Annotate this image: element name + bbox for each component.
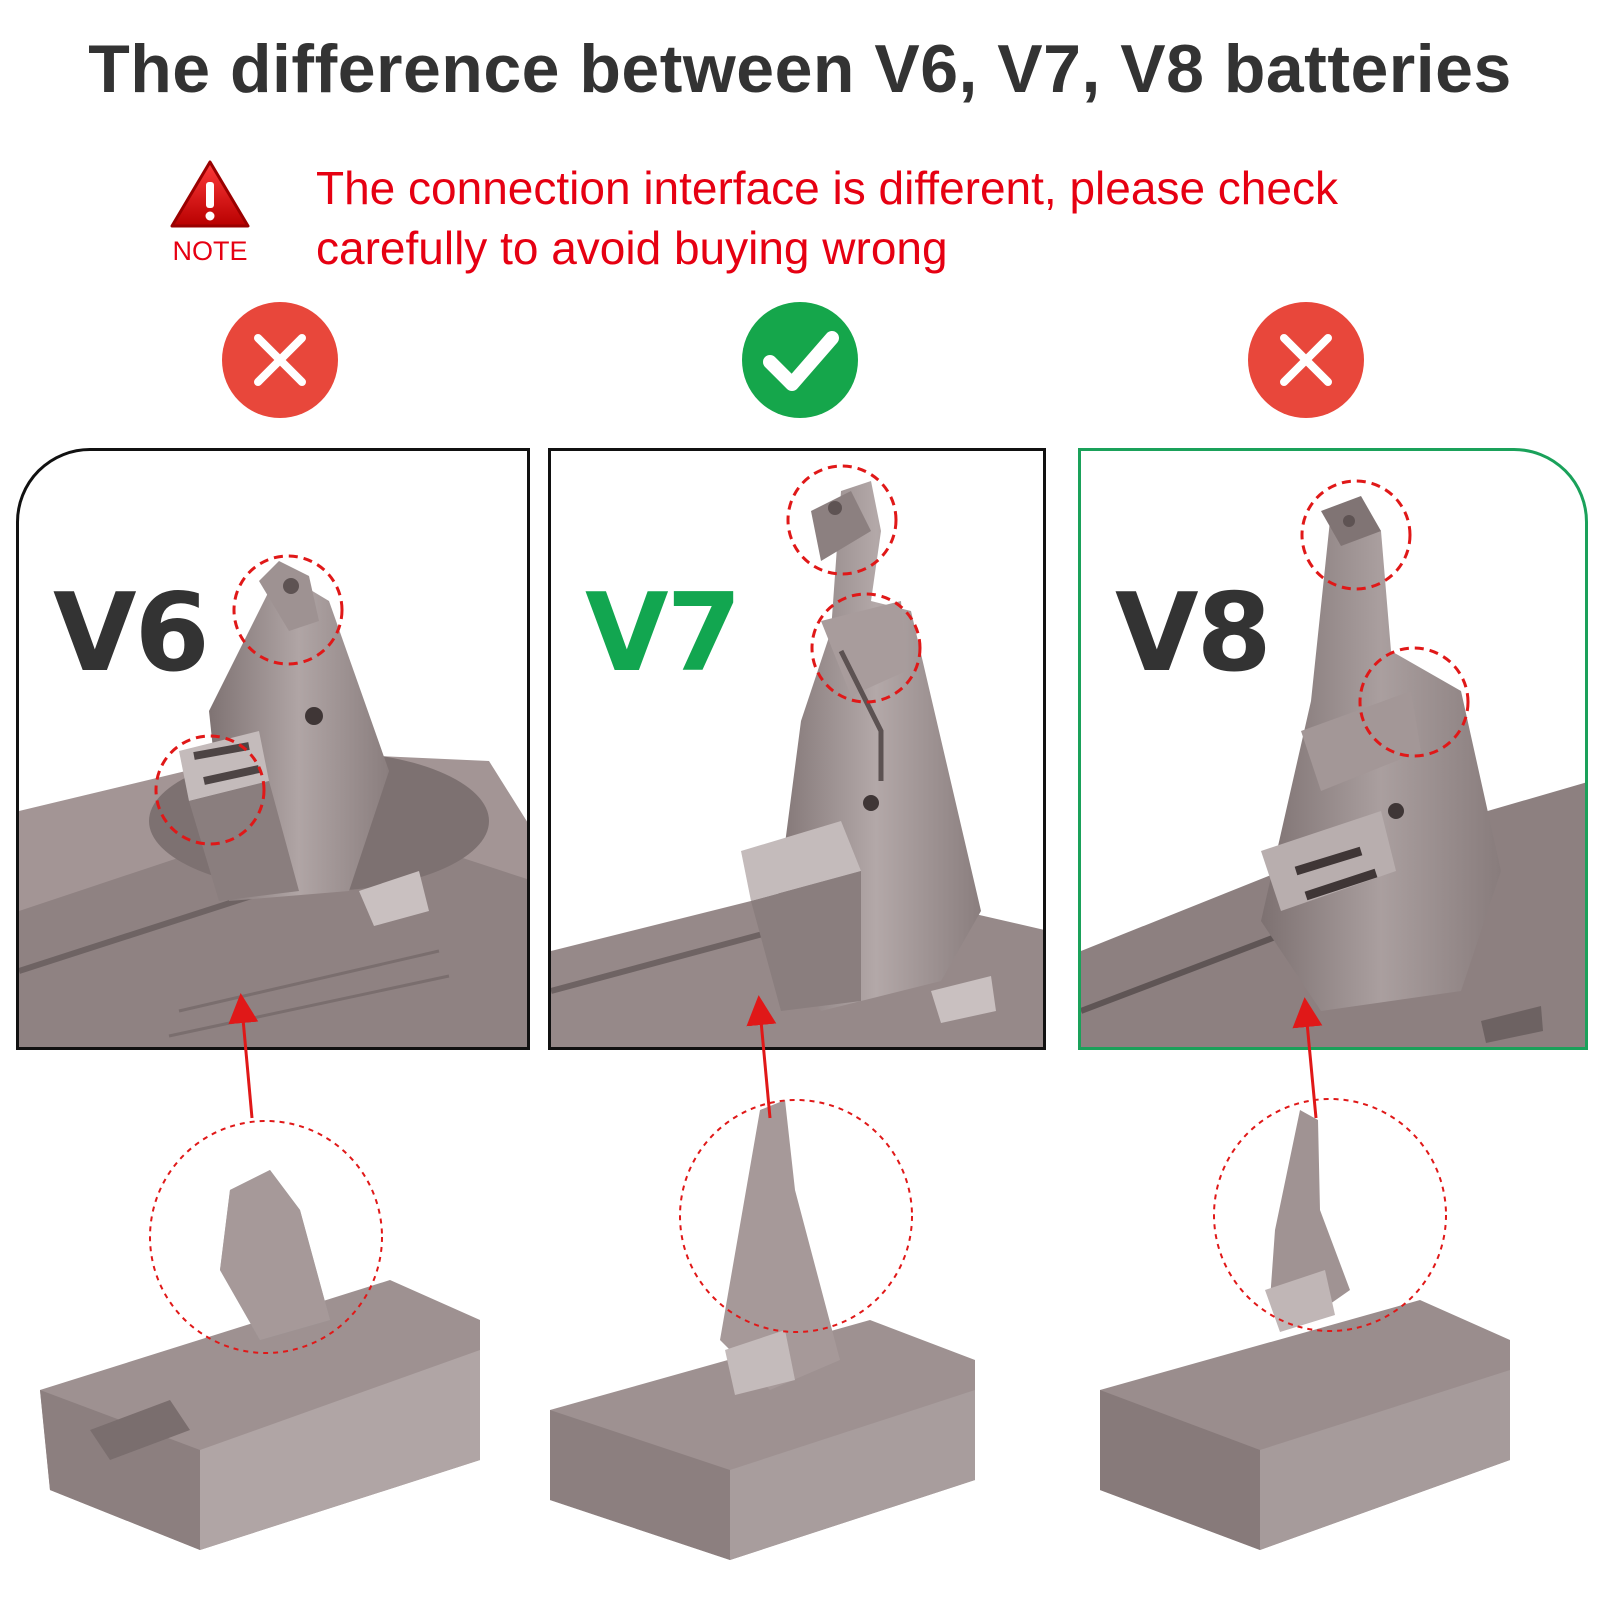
v6-battery-highlight: [149, 1120, 383, 1354]
v6-model-label: V6: [53, 571, 210, 696]
v8-battery-highlight: [1213, 1098, 1447, 1332]
v6-closeup-panel: V6: [16, 448, 530, 1050]
warning-message-line1: The connection interface is different, p…: [316, 162, 1338, 214]
warning-message-line2: carefully to avoid buying wrong: [316, 222, 948, 274]
v8-model-label: V8: [1115, 571, 1272, 696]
v7-latch-highlight: [786, 464, 898, 576]
v8-guide-highlight: [1358, 646, 1470, 758]
v7-model-label: V7: [585, 571, 742, 696]
v8-battery-image: [1100, 1110, 1510, 1550]
v7-connector-closeup: [551, 481, 1043, 1047]
v7-pointer-arrow: [746, 995, 777, 1119]
v7-guide-highlight: [810, 592, 922, 704]
page-title: The difference between V6, V7, V8 batter…: [88, 31, 1512, 107]
v8-cross-icon: [1248, 302, 1364, 418]
v8-closeup-panel: V8: [1078, 448, 1588, 1050]
v7-battery-highlight: [679, 1099, 913, 1333]
v6-terminal-highlight: [154, 734, 266, 846]
v8-pointer-arrow: [1292, 997, 1323, 1119]
v7-check-icon: [742, 302, 858, 418]
v6-cross-icon: [222, 302, 338, 418]
note-label: NOTE: [172, 236, 248, 266]
warning-icon: [170, 160, 250, 228]
v8-connector-closeup: [1081, 496, 1585, 1047]
v6-battery-image: [40, 1170, 480, 1550]
v7-closeup-panel: V7: [548, 448, 1046, 1050]
warning-message: The connection interface is different, p…: [316, 158, 1516, 278]
v6-latch-highlight: [232, 554, 344, 666]
v7-battery-image: [550, 1100, 975, 1560]
v6-connector-closeup: [19, 561, 527, 1047]
v8-latch-highlight: [1300, 479, 1412, 591]
v6-pointer-arrow: [228, 993, 259, 1119]
